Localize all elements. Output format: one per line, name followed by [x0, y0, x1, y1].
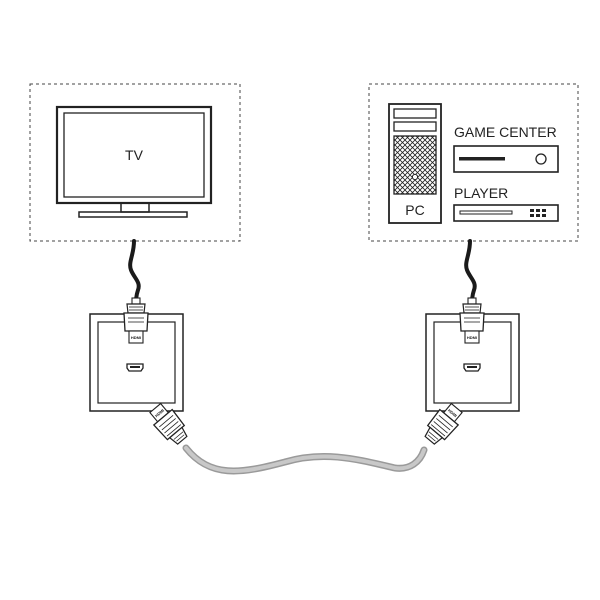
tv-dashed-frame — [29, 83, 241, 242]
left-hdmi-plug-top: HDMI — [123, 297, 149, 344]
pc-tower-icon — [388, 103, 442, 224]
right-hdmi-port-icon — [463, 363, 481, 372]
right-plug-hdmi-text: HDMI — [467, 335, 477, 340]
player-label: PLAYER — [454, 185, 508, 201]
right-bottom-plug-hdmi-text: HDMI — [447, 408, 458, 418]
left-plug-hdmi-text: HDMI — [131, 335, 141, 340]
right-hdmi-plug-top: HDMI — [459, 297, 485, 344]
game-center-label: GAME CENTER — [454, 124, 557, 140]
left-hdmi-port-icon — [126, 363, 144, 372]
tv-label: TV — [125, 147, 144, 163]
media-player-icon — [453, 204, 559, 222]
gray-hdmi-cable — [182, 444, 428, 475]
left-bottom-plug-hdmi-text: HDMI — [154, 408, 165, 418]
game-console-icon — [453, 145, 559, 173]
left-hdmi-plug-bottom: HDMI — [149, 402, 188, 445]
devices-group: PC GAME CENTER PLAYER — [368, 83, 579, 242]
tv-icon — [55, 105, 213, 218]
right-hdmi-plug-bottom: HDMI — [424, 402, 463, 445]
tv-group: TV — [29, 83, 241, 242]
pc-label: PC — [405, 202, 424, 218]
tv-cable — [128, 239, 141, 308]
devices-cable — [464, 239, 477, 308]
devices-dashed-frame — [368, 83, 579, 242]
